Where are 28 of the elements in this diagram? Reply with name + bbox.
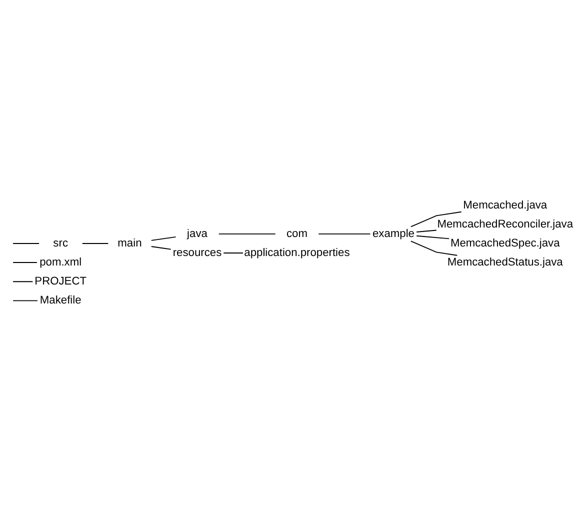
- node-text: src: [53, 237, 68, 250]
- node-text: java: [187, 228, 208, 240]
- node-text: MemcachedReconciler.java: [437, 218, 574, 230]
- connector: [410, 211, 462, 228]
- connector: [12, 300, 38, 302]
- connector: [218, 233, 276, 234]
- connector: [223, 252, 244, 254]
- node-text: pom.xml: [40, 256, 82, 268]
- node-text: main: [118, 237, 142, 250]
- connector: [410, 240, 458, 256]
- node-text: application.properties: [244, 246, 350, 259]
- connector: [150, 236, 176, 241]
- connector: [416, 235, 450, 240]
- node-text: example: [372, 228, 415, 240]
- connector: [12, 281, 34, 282]
- connector: [12, 242, 40, 244]
- node-text: com: [286, 228, 308, 240]
- node-text: PROJECT: [34, 276, 87, 288]
- connector: [150, 246, 172, 250]
- node-text: MemcachedSpec.java: [450, 237, 560, 250]
- connector: [416, 230, 437, 232]
- node-text: resources: [172, 246, 222, 259]
- node-text: MemcachedStatus.java: [447, 256, 563, 268]
- node-text: Makefile: [40, 294, 82, 307]
- connector: [12, 262, 38, 264]
- node-text: Memcached.java: [463, 199, 548, 212]
- connector: [318, 233, 371, 234]
- connector: [82, 242, 109, 244]
